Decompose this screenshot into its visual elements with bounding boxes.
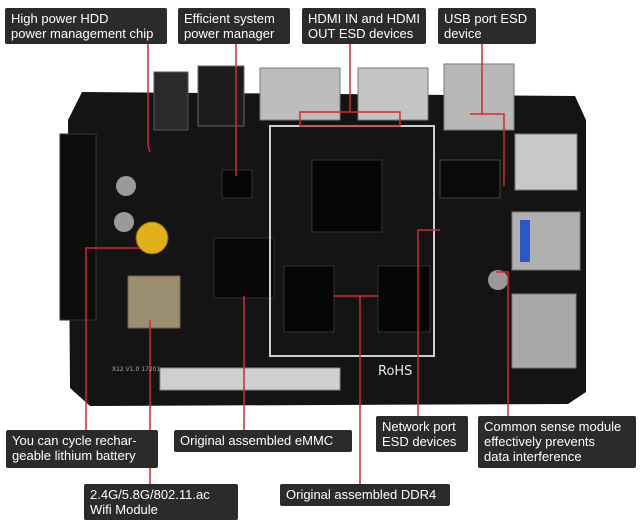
label-text: Network port <box>382 419 456 434</box>
sata-connector <box>59 133 97 321</box>
callout-hdmi-esd <box>299 44 401 127</box>
emmc-chip <box>213 237 275 299</box>
power-chip <box>221 169 253 199</box>
rohs-mark: RoHS <box>378 364 413 379</box>
label-text: 2.4G/5.8G/802.11.ac <box>90 487 210 502</box>
label-text: effectively prevents <box>484 434 596 449</box>
label-text: Wifi Module <box>90 502 158 517</box>
label-text: geable lithium battery <box>12 448 136 463</box>
label-ddr4: Original assembled DDR4 <box>280 484 450 506</box>
label-text: You can cycle rechar- <box>12 433 137 448</box>
capacitor-3 <box>488 270 508 290</box>
label-network-esd: Network port ESD devices <box>376 416 468 452</box>
label-text: device <box>444 26 482 41</box>
label-text: OUT ESD devices <box>308 26 414 41</box>
label-text: Common sense module <box>484 419 622 434</box>
callout-ddr4 <box>334 295 378 484</box>
audio-jack <box>153 71 189 131</box>
label-text: power management chip <box>11 26 154 41</box>
callout-hdd-chip <box>147 44 151 153</box>
network-chip <box>439 159 501 199</box>
wifi-module <box>127 275 181 329</box>
label-hdd-chip: High power HDD power management chip <box>5 8 167 44</box>
usb-port-2-blue <box>520 220 530 262</box>
bottom-connector <box>159 367 341 391</box>
label-text: Efficient system <box>184 11 275 26</box>
soc-chip <box>311 159 383 233</box>
label-text: Original assembled eMMC <box>180 433 334 448</box>
label-text: USB port ESD <box>444 11 528 26</box>
battery <box>135 221 169 255</box>
label-text: High power HDD <box>11 11 109 26</box>
ddr4-chip-2 <box>377 265 431 333</box>
label-common-sense: Common sense module effectively prevents… <box>478 416 636 468</box>
callout-usb-esd-2 <box>482 113 505 186</box>
callout-network-esd <box>417 229 440 416</box>
capacitor-1 <box>116 176 136 196</box>
silk-version: X12 V1.0 17201 <box>112 366 161 373</box>
label-usb-esd: USB port ESD device <box>438 8 536 44</box>
usb-port-1 <box>514 133 578 191</box>
power-jack <box>197 65 245 127</box>
callout-common-sense <box>496 271 509 416</box>
label-text: data interference <box>484 449 582 464</box>
sd-slot <box>511 293 577 369</box>
label-wifi: 2.4G/5.8G/802.11.ac Wifi Module <box>84 484 238 520</box>
label-text: Original assembled DDR4 <box>286 487 437 502</box>
label-text: ESD devices <box>382 434 457 449</box>
ethernet-port <box>443 63 515 131</box>
ddr4-chip-1 <box>283 265 335 333</box>
label-text: HDMI IN and HDMI <box>308 11 420 26</box>
label-battery: You can cycle rechar- geable lithium bat… <box>6 430 158 468</box>
label-text: power manager <box>184 26 275 41</box>
label-hdmi-esd: HDMI IN and HDMI OUT ESD devices <box>302 8 426 44</box>
label-emmc: Original assembled eMMC <box>174 430 352 452</box>
capacitor-2 <box>114 212 134 232</box>
label-system-power: Efficient system power manager <box>178 8 290 44</box>
callout-battery <box>85 247 140 430</box>
